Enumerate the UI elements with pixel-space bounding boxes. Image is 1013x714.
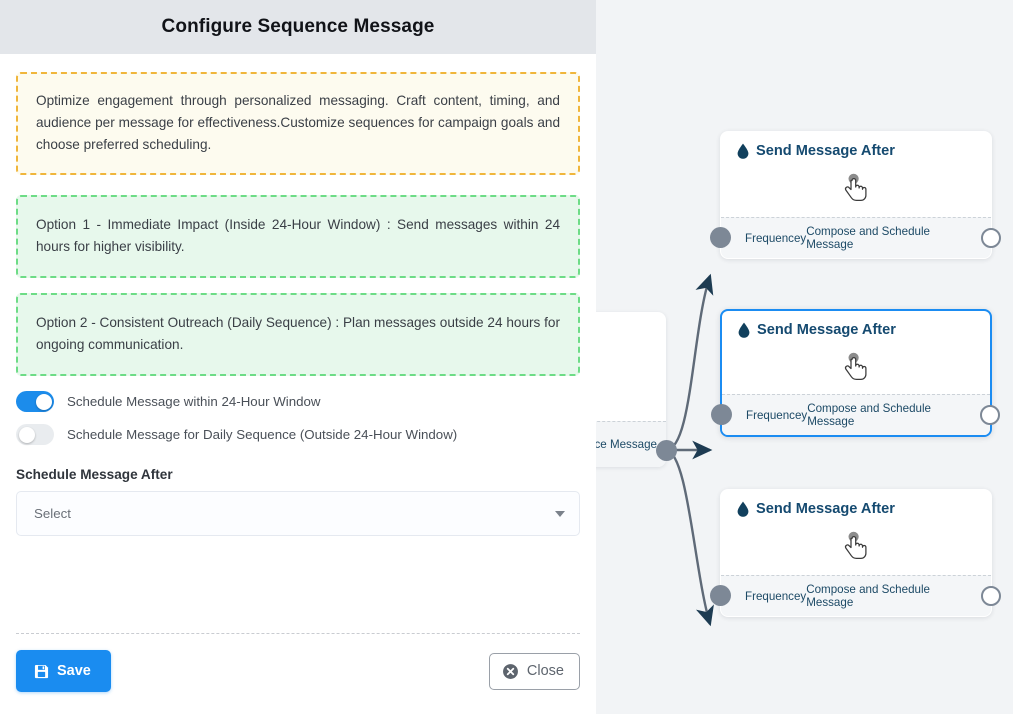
- panel-header: Configure Sequence Message: [0, 0, 596, 54]
- configure-sequence-panel: Configure Sequence Message Optimize enga…: [0, 0, 596, 714]
- node-footer: Frequencey Compose and Schedule Message: [721, 575, 991, 616]
- node-body: [721, 159, 991, 217]
- close-button-label: Close: [526, 663, 564, 679]
- node-header: Send Message After: [721, 490, 991, 517]
- flow-canvas[interactable]: ce Message Send Message After: [596, 0, 1013, 714]
- page-title: Configure Sequence Message: [161, 16, 435, 37]
- node-footer-frequency-label: Frequencey: [746, 408, 808, 422]
- node-send-message-after-3[interactable]: Send Message After Frequencey Compose an…: [710, 489, 1001, 617]
- schedule-message-after-select[interactable]: Select: [16, 491, 580, 537]
- water-droplet-icon: [738, 322, 750, 338]
- node-body: [722, 338, 990, 396]
- toggle-row-daily-sequence: Schedule Message for Daily Sequence (Out…: [16, 424, 580, 446]
- toggle-label-within-24-hour: Schedule Message within 24-Hour Window: [67, 394, 321, 410]
- info-note-text: Optimize engagement through personalized…: [36, 93, 560, 153]
- edge-to-node-3: [665, 448, 714, 627]
- node-footer-compose-label: Compose and Schedule Message: [806, 583, 930, 609]
- toggle-schedule-within-24-hour[interactable]: [16, 391, 54, 413]
- node-send-message-after-1[interactable]: Send Message After Frequencey Compose an…: [710, 131, 1001, 259]
- save-button[interactable]: Save: [16, 650, 111, 692]
- node-header: Send Message After: [722, 311, 990, 338]
- node-footer-compose-label: Compose and Schedule Message: [806, 225, 930, 251]
- water-droplet-icon: [737, 501, 749, 517]
- schedule-message-after-label: Schedule Message After: [16, 467, 173, 483]
- node-header: Send Message After: [721, 132, 991, 159]
- node-footer-frequency-label: Frequencey: [745, 589, 807, 603]
- node-footer: Frequencey Compose and Schedule Message: [721, 217, 991, 258]
- close-button[interactable]: Close: [488, 652, 580, 690]
- node-target-handle[interactable]: [710, 585, 731, 606]
- node-target-handle[interactable]: [711, 404, 732, 425]
- hand-pointer-cursor-icon: [839, 529, 873, 563]
- toggle-row-24-hour: Schedule Message within 24-Hour Window: [16, 391, 580, 413]
- node-footer-compose-label: Compose and Schedule Message: [807, 402, 931, 428]
- save-floppy-icon: [34, 664, 49, 679]
- upstream-node-source-handle[interactable]: [656, 440, 677, 461]
- chevron-down-icon: [555, 510, 565, 517]
- node-footer-frequency-label: Frequencey: [745, 231, 807, 245]
- toggle-label-daily-sequence: Schedule Message for Daily Sequence (Out…: [67, 427, 458, 443]
- option-2-box: Option 2 - Consistent Outreach (Daily Se…: [16, 293, 580, 377]
- upstream-node-partial[interactable]: ce Message: [596, 312, 666, 467]
- edge-to-node-1: [665, 273, 714, 452]
- water-droplet-icon: [737, 143, 749, 159]
- node-body: [721, 517, 991, 575]
- toggle-knob: [35, 393, 52, 410]
- select-value: Select: [34, 506, 71, 522]
- node-footer: Frequencey Compose and Schedule Message: [722, 394, 990, 435]
- node-source-handle[interactable]: [981, 228, 1001, 248]
- node-title: Send Message After: [756, 501, 895, 517]
- toggle-schedule-daily-sequence[interactable]: [16, 424, 54, 446]
- info-note-box: Optimize engagement through personalized…: [16, 72, 580, 176]
- option-1-box: Option 1 - Immediate Impact (Inside 24-H…: [16, 195, 580, 279]
- node-title: Send Message After: [757, 322, 896, 338]
- node-source-handle[interactable]: [981, 586, 1001, 606]
- panel-body: Optimize engagement through personalized…: [0, 54, 596, 633]
- node-target-handle[interactable]: [710, 227, 731, 248]
- upstream-node-footer-text: ce Message: [596, 421, 666, 467]
- toggle-knob: [18, 426, 35, 443]
- hand-pointer-cursor-icon: [839, 350, 873, 384]
- node-source-handle[interactable]: [980, 405, 1000, 425]
- node-title: Send Message After: [756, 143, 895, 159]
- option-1-text: Option 1 - Immediate Impact (Inside 24-H…: [36, 217, 560, 255]
- save-button-label: Save: [57, 663, 91, 679]
- circle-x-icon: [502, 663, 519, 680]
- hand-pointer-cursor-icon: [839, 171, 873, 205]
- node-send-message-after-2[interactable]: Send Message After Frequencey Compose an…: [711, 309, 1000, 437]
- option-2-text: Option 2 - Consistent Outreach (Daily Se…: [36, 315, 560, 353]
- panel-footer: Save Close: [16, 633, 580, 714]
